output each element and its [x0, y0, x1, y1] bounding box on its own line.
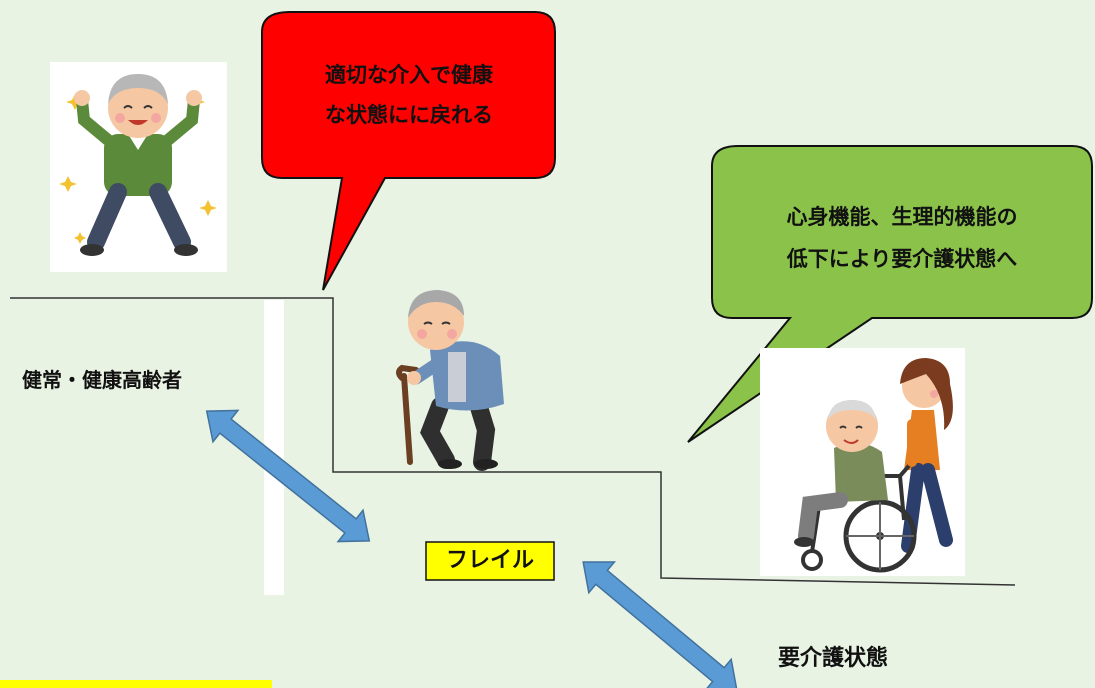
red-speech-bubble [261, 11, 556, 291]
arrow-frail-care [582, 561, 738, 688]
green-bubble-line-1: 心身機能、生理的機能の [786, 205, 1018, 229]
care-state-label: 要介護状態 [778, 646, 889, 671]
frail-label: フレイル [445, 548, 534, 573]
stair-line [10, 297, 1016, 586]
white-divider-band [264, 300, 284, 595]
green-bubble-text: 心身機能、生理的機能の 低下により要介護状態へ [720, 196, 1084, 280]
healthy-elderly-illustration [50, 62, 227, 272]
care-illustration [760, 348, 965, 576]
healthy-elderly-label: 健常・健康高齢者 [22, 368, 182, 392]
frail-elderly-illustration [396, 290, 504, 471]
red-bubble-text: 適切な介入で健康 な状態にに戻れる [270, 56, 548, 136]
arrow-healthy-frail [205, 409, 371, 543]
red-bubble-line-1: 適切な介入で健康 [325, 63, 493, 87]
yellow-highlight-bar [0, 680, 272, 688]
green-bubble-line-2: 低下により要介護状態へ [786, 247, 1018, 271]
red-bubble-line-2: な状態にに戻れる [325, 102, 493, 127]
frail-label-box [425, 541, 555, 581]
